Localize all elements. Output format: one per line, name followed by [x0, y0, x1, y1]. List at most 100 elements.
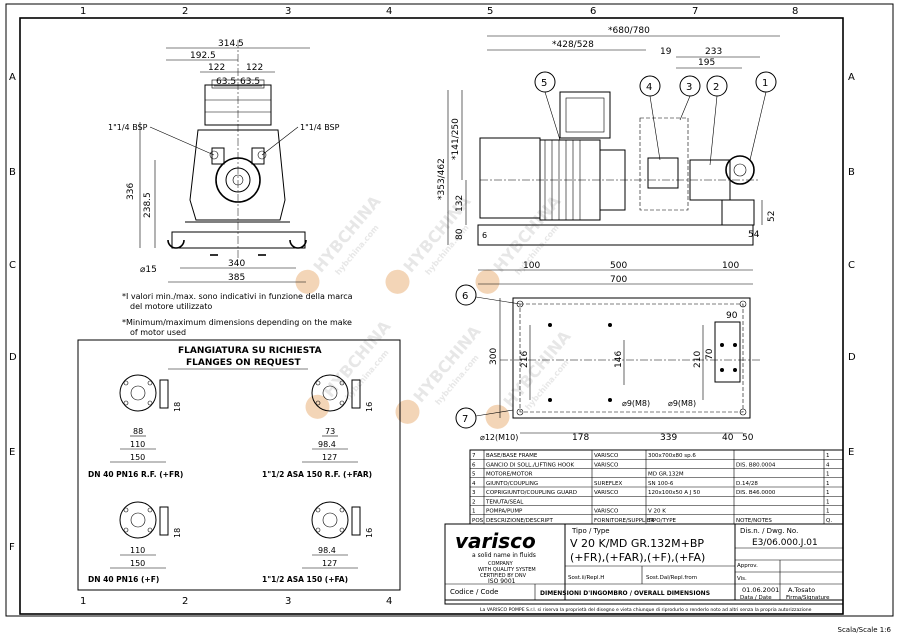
bom-cell: MD GR.132M	[648, 472, 684, 478]
varisco-logo: varisco	[455, 529, 536, 553]
sost-da: Sost.ii/Repl.H	[568, 575, 604, 581]
approv-label: Approv.	[737, 563, 758, 569]
plan-view: 90 300 216 146 210 70 ⌀9(M8) ⌀9(M8) ⌀12(…	[455, 284, 760, 443]
bsp-right-label: 1"1/4 BSP	[300, 123, 340, 132]
dim-90: 90	[726, 311, 738, 321]
bom-cell: 1	[826, 490, 830, 496]
copyright-note: La VARISCO POMPE S.r.l. si riserva la pr…	[480, 606, 812, 613]
grid-col-8: 8	[792, 6, 798, 17]
bom-cell: 6	[472, 462, 476, 468]
flange-fr-dim-150: 150	[130, 453, 145, 462]
bom-header-cell: FORNITORE/SUPPLIER	[594, 518, 654, 524]
outer-border	[5, 3, 894, 617]
balloon-3: 3	[686, 82, 692, 93]
note-line-3: *Minimum/maximum dimensions depending on…	[122, 318, 352, 327]
tipo-label: Tipo / Type	[571, 527, 610, 535]
logo-tagline: a solid name in fluids	[472, 552, 536, 559]
bom-cell: 1	[472, 509, 476, 515]
bom-cell: 5	[472, 472, 476, 478]
bom-cell: VARISCO	[594, 490, 619, 496]
tipo-line-1: V 20 K/MD GR.132M+BP	[570, 537, 704, 550]
grid-row-d-right: D	[848, 352, 856, 363]
bom-cell: 1	[826, 472, 830, 478]
flange-far-dim-127: 127	[322, 453, 337, 462]
dwg-label: Dis.n. / Dwg. No.	[740, 527, 798, 535]
flange-far-dim-98: 98.4	[318, 440, 336, 449]
watermark-logo-icon	[385, 269, 410, 294]
balloon-4: 4	[646, 82, 652, 93]
grid-row-d: D	[9, 352, 17, 363]
flange-fa-dim-127: 127	[322, 559, 337, 568]
watermark: HYBCHINA hybchina.com HYBCHINA hybchina.…	[295, 191, 575, 429]
dim-50: 50	[742, 433, 754, 443]
grid-col-5: 5	[487, 6, 493, 17]
flange-far-dim-73: 73	[325, 427, 335, 436]
flange-fr-thickness: 18	[173, 402, 182, 412]
date-label: Data / Date	[740, 595, 772, 601]
bom-cell: TENUTA/SEAL	[485, 499, 524, 505]
dim-hole-15: ⌀15	[140, 265, 157, 275]
bom-header-cell: TIPO/TYPE	[647, 518, 677, 524]
grid-row-b-right: B	[848, 167, 855, 178]
grid-row-f: F	[9, 542, 15, 553]
dim-hole-m8-left: ⌀9(M8)	[622, 399, 650, 408]
grid-columns-top: 1 2 3 4 5 6 7 8	[80, 6, 798, 17]
dim-80: 80	[455, 228, 465, 240]
scale-label: Scala/Scale 1:6	[837, 626, 892, 634]
bom-cell: COPRIGIUNTO/COUPLING GUARD	[486, 490, 577, 496]
dim-100-left: 100	[523, 261, 540, 271]
bom-cell: BASE/BASE FRAME	[486, 453, 538, 459]
bom-cell: MOTORE/MOTOR	[486, 472, 533, 478]
note-line-1: *I valori min./max. sono indicativi in f…	[122, 292, 353, 301]
bom-cell: 120x100x50 A J 50	[648, 490, 701, 496]
dim-500: 500	[610, 261, 627, 271]
bom-cell: DIS. B46.0000	[736, 490, 776, 496]
dim-340: 340	[228, 259, 245, 269]
dim-hole-m8-right: ⌀9(M8)	[668, 399, 696, 408]
dim-40: 40	[722, 433, 734, 443]
codice-label: Codice / Code	[450, 588, 498, 596]
flange-far-label: 1"1/2 ASA 150 R.F. (+FAR)	[262, 470, 372, 479]
grid-col-2: 2	[182, 6, 188, 17]
dim-54: 54	[748, 230, 760, 240]
bom-cell: POMPA/PUMP	[486, 509, 523, 515]
tipo-line-2: (+FR),(+FAR),(+F),(+FA)	[570, 551, 705, 564]
grid-rows-left: A B C D E F	[9, 72, 17, 553]
flange-f-dim-150: 150	[130, 559, 145, 568]
dim-141-250: *141/250	[451, 118, 461, 160]
bom-cell: VARISCO	[594, 509, 619, 515]
note-line-2: del motore utilizzato	[130, 302, 212, 311]
dim-195: 195	[698, 58, 715, 68]
drawing-description: DIMENSIONI D'INGOMBRO / OVERALL DIMENSIO…	[540, 590, 710, 597]
flange-far-thickness: 16	[365, 402, 374, 412]
vis-label: Vis.	[737, 576, 747, 582]
dim-339: 339	[660, 433, 677, 443]
bom-cell: V 20 K	[648, 509, 666, 515]
dwg-number: E3/06.000.J.01	[752, 538, 818, 548]
flange-fr-label: DN 40 PN16 R.F. (+FR)	[88, 470, 183, 479]
bom-header-cell: DESCRIZIONE/DESCRIPT	[486, 518, 553, 524]
balloon-7: 7	[462, 414, 468, 425]
bom-cell: 4	[472, 481, 476, 487]
grid-row-c-right: C	[848, 260, 855, 271]
flange-f-thickness: 18	[173, 528, 182, 538]
dim-132: 132	[455, 195, 465, 212]
watermark-logo-icon	[295, 269, 320, 294]
bom-header-cell: Q.	[826, 518, 832, 524]
dim-63-5-right: 63.5	[240, 77, 260, 87]
grid-row-b: B	[9, 167, 16, 178]
dim-192-5: 192.5	[190, 51, 216, 61]
balloon-2: 2	[713, 82, 719, 93]
grid-row-c: C	[9, 260, 16, 271]
dim-146: 146	[614, 351, 624, 368]
dim-700: 700	[610, 275, 627, 285]
front-view: 314.5 192.5 122 122 63.5 63.5 1"1/4 BSP …	[108, 39, 340, 283]
dim-hole-m10: ⌀12(M10)	[480, 433, 518, 442]
bom-cell: 1	[826, 509, 830, 515]
watermark-logo-icon	[395, 399, 420, 424]
flanges-title-en: FLANGES ON REQUEST	[186, 358, 302, 368]
flanges-title-it: FLANGIATURA SU RICHIESTA	[178, 346, 322, 356]
flange-f: 18 110 150 DN 40 PN16 (+F)	[88, 501, 182, 584]
cert-line-3: CERTIFIED BY DNV	[480, 573, 527, 579]
